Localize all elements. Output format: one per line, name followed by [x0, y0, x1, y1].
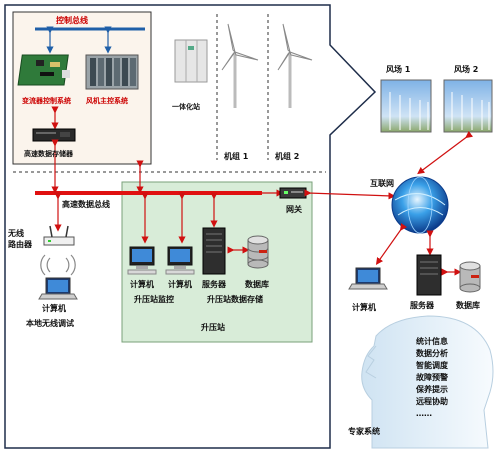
cabinet-icon	[174, 39, 208, 83]
internet-label: 互联网	[370, 179, 394, 188]
wind-farm-2-photo	[443, 79, 493, 133]
converter-board-icon	[17, 54, 70, 86]
remote-server-label: 服务器	[410, 301, 434, 310]
expert-item: 数据分析	[416, 349, 448, 358]
internet-globe-icon	[391, 176, 449, 234]
wind-farm-1-photo	[380, 79, 432, 133]
gateway-label: 网关	[286, 205, 302, 214]
local-wireless-debug-label: 本地无线调试	[26, 319, 74, 328]
turbine-group-2-label: 机组 2	[275, 152, 300, 161]
expert-item: 统计信息	[416, 337, 448, 346]
high-speed-bus-label: 高速数据总线	[62, 200, 110, 209]
server-icon	[202, 227, 226, 275]
wireless-router-label: 无线 路由器	[8, 229, 32, 249]
expert-item: 保养提示	[416, 385, 448, 394]
integrated-unit-label: 一体化站	[172, 103, 200, 111]
remote-database-label: 数据库	[456, 301, 480, 310]
turbine-group-1-label: 机组 1	[224, 152, 249, 161]
gateway-icon	[279, 187, 307, 199]
booster-storage-label: 升压站数据存储	[207, 295, 263, 304]
storage-label: 高速数据存储器	[24, 150, 73, 158]
wind-farm-2-label: 风场 2	[454, 65, 479, 74]
booster-server-label: 服务器	[202, 280, 226, 289]
plc-rack-icon	[85, 54, 139, 90]
control-bus-label: 控制总线	[56, 16, 88, 25]
router-icon	[43, 225, 75, 246]
remote-computer-label: 计算机	[352, 303, 376, 312]
wind-farm-1-label: 风场 1	[386, 65, 411, 74]
database-icon	[247, 235, 269, 269]
expert-system-label: 专家系统	[348, 427, 380, 436]
booster-monitor-label: 升压站监控	[134, 295, 174, 304]
expert-item: 远程协助	[416, 397, 448, 406]
expert-item: 智能调度	[416, 361, 448, 370]
converter-control-label: 变流器控制系统	[22, 97, 71, 105]
expert-items-list: 统计信息 数据分析 智能调度 故障预警 保养提示 远程协助 ……	[416, 338, 448, 418]
turbine-control-label: 风机主控系统	[86, 97, 128, 105]
storage-device-icon	[32, 128, 76, 142]
booster-station-label: 升压站	[201, 323, 225, 332]
expert-head-icon	[361, 315, 494, 449]
laptop-icon	[38, 277, 78, 300]
turbine-1-icon	[221, 23, 259, 108]
booster-database-label: 数据库	[245, 280, 269, 289]
booster-pc1-label: 计算机	[130, 280, 154, 289]
monitor-1-icon	[127, 246, 157, 275]
site-frame	[4, 4, 377, 449]
local-computer-label: 计算机	[42, 304, 66, 313]
remote-database-icon	[459, 261, 481, 293]
expert-item: 故障预警	[416, 373, 448, 382]
booster-pc2-label: 计算机	[168, 280, 192, 289]
remote-laptop-icon	[348, 267, 388, 290]
remote-server-icon	[416, 254, 442, 296]
wifi-signal-icon	[40, 254, 76, 276]
turbine-2-icon	[277, 23, 313, 108]
monitor-2-icon	[165, 246, 195, 275]
expert-item: ……	[416, 409, 432, 418]
